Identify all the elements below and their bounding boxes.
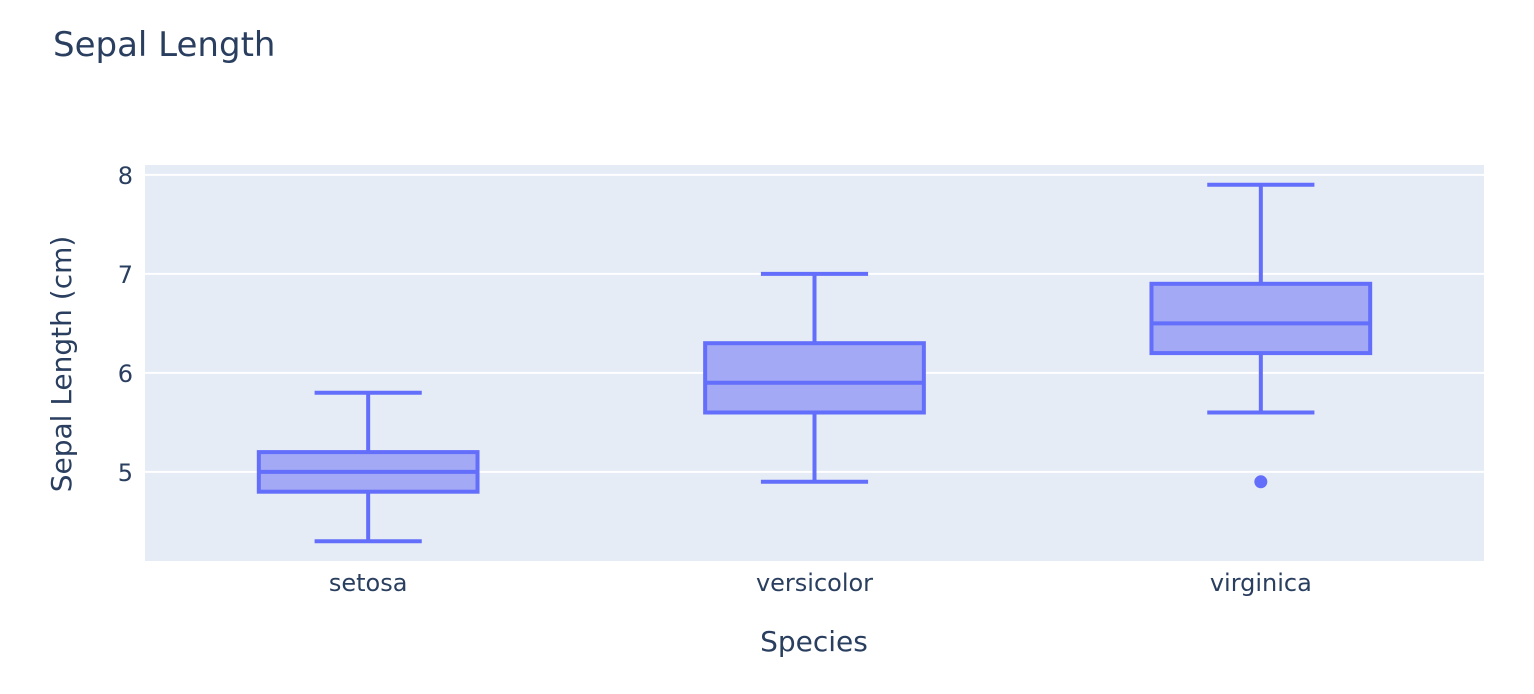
y-tick-label-5: 5	[118, 459, 133, 487]
x-tick-label-virginica: virginica	[1210, 569, 1312, 597]
versicolor-box	[703, 341, 926, 415]
virginica-outlier-point-0	[1254, 475, 1268, 489]
y-tick-label-8: 8	[118, 162, 133, 190]
chart-title: Sepal Length	[53, 25, 275, 65]
virginica-box	[1149, 281, 1373, 356]
y-axis-title: Sepal Length (cm)	[45, 236, 78, 493]
x-tick-label-versicolor: versicolor	[756, 569, 873, 597]
plot-area: 5 6 7 8 setosa versicolor virginica	[118, 162, 1484, 597]
x-axis-title: Species	[760, 625, 868, 658]
y-tick-label-6: 6	[118, 360, 133, 388]
x-tick-label-setosa: setosa	[329, 569, 408, 597]
y-tick-label-7: 7	[118, 261, 133, 289]
